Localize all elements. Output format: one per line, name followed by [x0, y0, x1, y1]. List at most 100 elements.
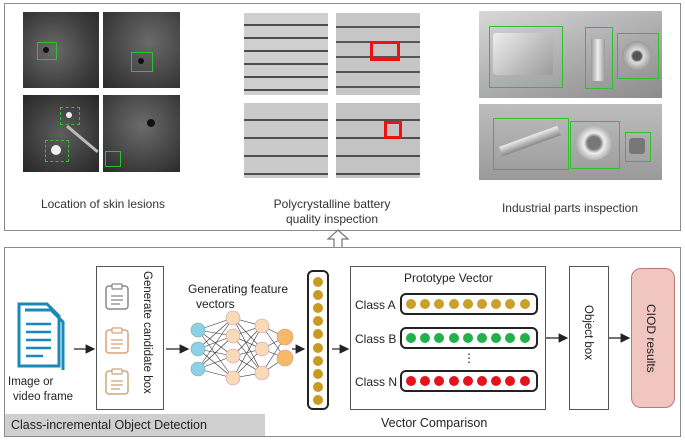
part-small — [629, 138, 645, 154]
vector-dot — [313, 277, 323, 287]
vector-dot — [505, 376, 516, 386]
vector-dot — [313, 381, 323, 392]
vector-dot — [491, 376, 502, 386]
detection-box — [617, 33, 659, 79]
lesion-spot — [138, 58, 144, 64]
ciod-results-label: CIOD results — [644, 304, 658, 373]
nn-input-node — [190, 341, 206, 357]
vector-dot — [519, 299, 530, 309]
vector-dot — [477, 299, 487, 309]
skin-image-2 — [103, 12, 180, 88]
clipboard-icon — [105, 283, 129, 310]
nn-output-node — [276, 349, 294, 367]
detection-box — [493, 118, 569, 170]
caption-industrial-parts: Industrial parts inspection — [501, 201, 639, 215]
vector-dot — [313, 355, 323, 366]
object-box-stage — [569, 266, 609, 410]
vector-dot — [519, 333, 530, 343]
vector-dot — [313, 342, 323, 353]
vector-dot — [313, 290, 323, 301]
nn-hidden-node — [254, 318, 270, 334]
object-box-label: Object box — [582, 305, 594, 360]
part-block — [493, 33, 553, 75]
candidate-box-stage — [96, 266, 164, 410]
lesion-spot — [51, 145, 61, 155]
vector-dot — [491, 333, 502, 343]
part-ring — [575, 126, 613, 160]
battery-image-4 — [336, 103, 420, 178]
caption-battery-line1: Polycrystalline battery — [273, 197, 391, 211]
clipboard-icon — [105, 368, 129, 395]
nn-hidden-node — [254, 365, 270, 381]
nn-hidden-node — [225, 310, 241, 326]
detection-box — [585, 27, 613, 89]
vector-dot — [477, 376, 487, 386]
caption-skin-lesions: Location of skin lesions — [40, 197, 166, 211]
nn-input-node — [190, 322, 206, 338]
detection-box — [37, 42, 57, 60]
prototype-vector-box — [350, 266, 546, 410]
vector-dot — [420, 299, 431, 309]
detection-box — [60, 107, 80, 125]
vector-dot — [406, 333, 416, 343]
industrial-image-1 — [479, 11, 662, 98]
class-b-label: Class B — [355, 332, 397, 346]
part-shaft — [591, 39, 605, 81]
vector-dot — [462, 299, 473, 309]
vector-dot — [477, 333, 487, 343]
nn-output-node — [276, 328, 294, 346]
input-label-line1: Image or — [8, 376, 54, 388]
vector-dot — [462, 333, 473, 343]
skin-image-3 — [23, 95, 99, 172]
defect-box — [370, 41, 400, 61]
nn-hidden-node — [225, 348, 241, 364]
vector-dot — [448, 333, 459, 343]
vertical-ellipsis: ⋮ — [463, 351, 475, 365]
vector-dot — [434, 299, 445, 309]
feature-label-line2: vectors — [196, 297, 235, 311]
vector-dot — [448, 376, 459, 386]
clipboard-icon — [105, 327, 129, 354]
detection-box — [570, 121, 620, 169]
vector-dot — [505, 333, 516, 343]
vector-dot — [420, 376, 431, 386]
vector-dot — [313, 394, 323, 405]
lesion-spot — [147, 119, 155, 127]
vector-dot — [313, 329, 323, 340]
vector-dot — [505, 299, 516, 309]
battery-image-1 — [244, 13, 328, 95]
detection-box — [489, 26, 563, 88]
class-b-vector — [400, 327, 538, 349]
vector-dot — [448, 299, 459, 309]
industrial-image-2 — [479, 104, 662, 180]
battery-image-3 — [244, 103, 328, 178]
nn-hidden-node — [225, 328, 241, 344]
footer-class-incremental-detection: Class-incremental Object Detection — [5, 414, 265, 436]
part-flange — [622, 41, 652, 71]
skin-image-1 — [23, 12, 99, 88]
feature-label-line1: Generating feature — [188, 282, 289, 296]
class-a-vector — [400, 293, 538, 315]
vector-dot — [434, 376, 445, 386]
vector-dot — [519, 376, 530, 386]
detection-box — [45, 140, 69, 162]
class-n-vector — [400, 370, 538, 392]
feature-vector — [307, 270, 329, 410]
vector-dot — [313, 303, 323, 314]
prototype-title: Prototype Vector — [404, 271, 493, 285]
vector-dot — [406, 376, 416, 386]
lesion-spot — [43, 47, 49, 53]
detection-box — [105, 151, 121, 167]
skin-image-4 — [103, 95, 180, 172]
class-a-label: Class A — [355, 298, 396, 312]
vector-dot — [434, 333, 445, 343]
input-label-line2: video frame — [13, 391, 74, 403]
vector-dot — [491, 299, 502, 309]
vector-dot — [313, 368, 323, 379]
defect-box — [384, 121, 402, 139]
vector-dot — [462, 376, 473, 386]
footer-vector-comparison: Vector Comparison — [381, 416, 488, 430]
vector-dot — [313, 316, 323, 327]
nn-hidden-node — [225, 370, 241, 386]
